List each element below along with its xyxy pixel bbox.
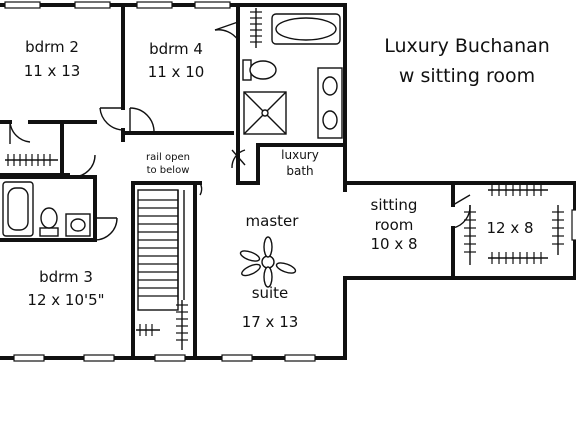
toilet-icon bbox=[242, 59, 277, 81]
stairs-icon bbox=[137, 189, 185, 311]
room-label-room: room bbox=[375, 216, 414, 234]
room-label-sitting: sitting bbox=[371, 196, 418, 214]
room-label-bdrm4: bdrm 4 bbox=[149, 40, 203, 58]
bathtub-icon bbox=[271, 13, 341, 45]
room-label-master: master bbox=[246, 212, 300, 230]
room-size-sitting: 10 x 8 bbox=[370, 235, 417, 253]
ceiling-fan-icon bbox=[239, 236, 297, 288]
room-size-bdrm2: 11 x 13 bbox=[24, 62, 81, 80]
bath-label-line-1: luxury bbox=[281, 148, 319, 162]
sink-icon bbox=[65, 213, 91, 237]
title: Luxury Buchanan w sitting room bbox=[384, 35, 550, 87]
doors bbox=[9, 21, 471, 241]
sink-icon bbox=[317, 67, 343, 139]
shower-icon bbox=[243, 91, 287, 135]
room-label-bdrm3: bdrm 3 bbox=[39, 268, 93, 286]
bathtub-icon bbox=[2, 181, 34, 237]
toilet-icon bbox=[39, 207, 59, 237]
interior-walls bbox=[0, 3, 455, 360]
rail-note-line-1: rail open bbox=[146, 152, 190, 163]
room-label-bdrm2: bdrm 2 bbox=[25, 38, 79, 56]
bath-label-line-2: bath bbox=[286, 164, 313, 178]
closets bbox=[5, 8, 564, 350]
room-size-bdrm3: 12 x 10'5" bbox=[27, 291, 104, 309]
room-size-closet: 12 x 8 bbox=[486, 219, 533, 237]
windows bbox=[4, 1, 576, 362]
title-line-2: w sitting room bbox=[399, 65, 535, 87]
rail-note-line-2: to below bbox=[147, 165, 190, 176]
room-label-suite: suite bbox=[252, 284, 289, 302]
title-line-1: Luxury Buchanan bbox=[384, 35, 550, 57]
room-size-bdrm4: 11 x 10 bbox=[148, 63, 205, 81]
room-size-master: 17 x 13 bbox=[242, 313, 299, 331]
